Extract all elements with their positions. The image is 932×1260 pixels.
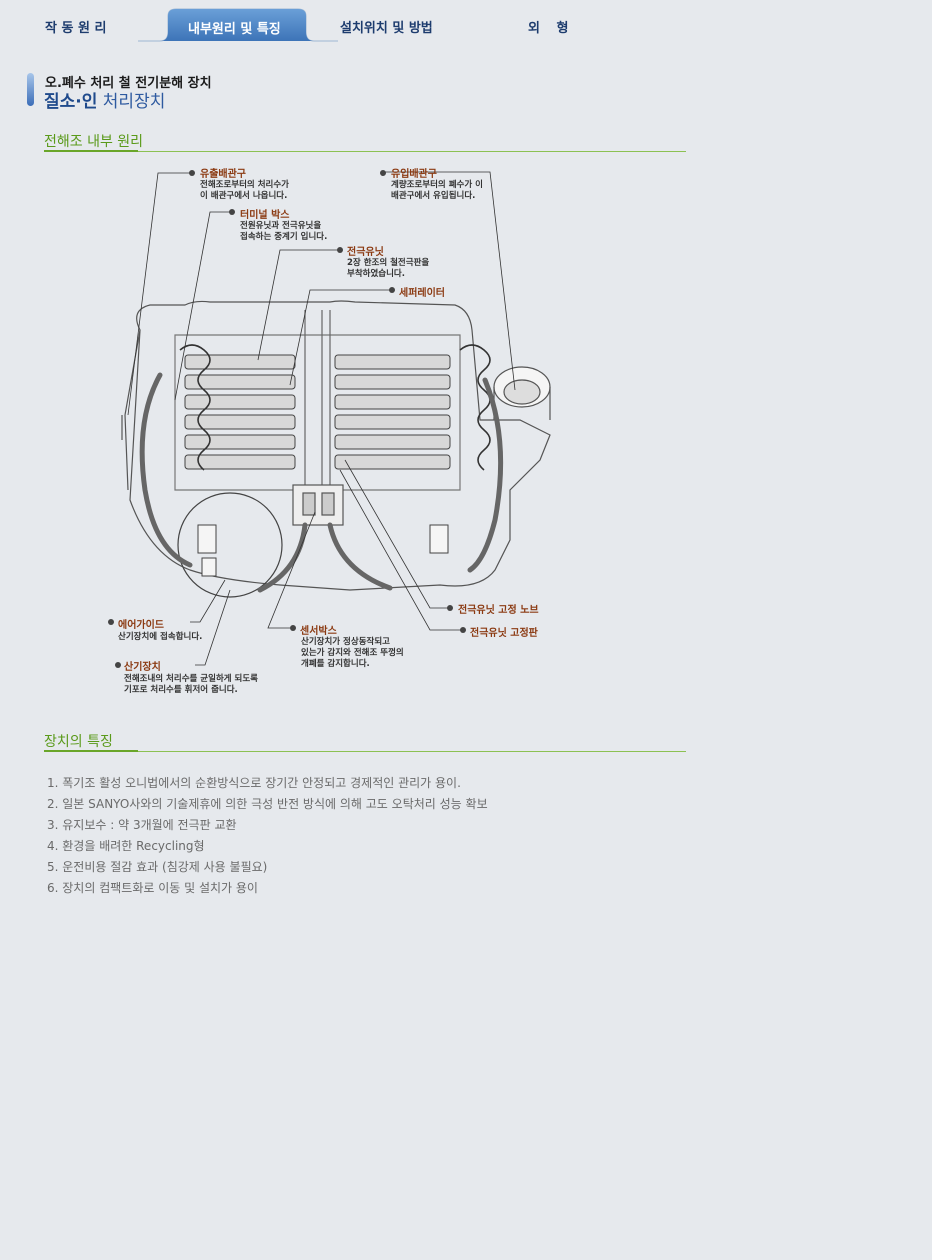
- top-tab-bar: 작 동 원 리 내부원리 및 특징 설치위치 및 방법 외 형: [0, 0, 932, 44]
- label-electrode-plate: 전극유닛 고정판: [470, 628, 538, 639]
- desc-sensor-box-3: 개폐를 감지합니다.: [301, 659, 370, 669]
- desc-outlet-pipe-1: 전해조로부터의 처리수가: [200, 180, 289, 190]
- desc-terminal-box-1: 전원유닛과 전극유닛을: [240, 221, 322, 231]
- feature-item: 5. 운전비용 절감 효과 (침강제 사용 불필요): [47, 860, 268, 874]
- desc-air-guide-1: 산기장치에 접속합니다.: [118, 632, 203, 642]
- tab-installation[interactable]: 설치위치 및 방법: [340, 21, 433, 36]
- label-outlet-pipe: 유출배관구: [200, 169, 246, 180]
- page-title: 질소·인 처리장치: [44, 87, 165, 112]
- label-electrode-knob: 전극유닛 고정 노브: [458, 605, 539, 616]
- tab-internal-principle[interactable]: 내부원리 및 특징: [188, 22, 281, 37]
- desc-aeration-device-1: 전해조내의 처리수를 균일하게 되도록: [124, 674, 258, 684]
- desc-electrode-unit-2: 부착하였습니다.: [347, 269, 405, 279]
- feature-item: 1. 폭기조 활성 오니법에서의 순환방식으로 장기간 안정되고 경제적인 관리…: [47, 776, 461, 790]
- label-separator: 세퍼레이터: [399, 288, 445, 299]
- active-tab-shape: [138, 8, 338, 42]
- section-heading-principle: 전해조 내부 원리: [44, 134, 144, 150]
- label-air-guide: 에어가이드: [118, 620, 164, 631]
- section-heading-features: 장치의 특징: [44, 734, 113, 750]
- desc-inlet-pipe-1: 계량조로부터의 폐수가 이: [391, 180, 483, 190]
- feature-item: 3. 유지보수 : 약 3개월에 전극판 교환: [47, 818, 237, 832]
- label-electrode-unit: 전극유닛: [347, 247, 384, 258]
- electrolysis-tank-diagram: 유출배관구 전해조로부터의 처리수가 이 배관구에서 나옵니다. 유입배관구 계…: [100, 160, 570, 705]
- feature-item: 2. 일본 SANYO사와의 기술제휴에 의한 극성 반전 방식에 의해 고도 …: [47, 797, 488, 811]
- page-title-rest: 처리장치: [97, 92, 166, 112]
- section-divider: [44, 751, 686, 752]
- page-title-bold: 질소·인: [44, 92, 98, 112]
- desc-electrode-unit-1: 2장 한조의 철전극판을: [347, 258, 430, 268]
- feature-item: 6. 장치의 컴팩트화로 이동 및 설치가 용이: [47, 881, 258, 895]
- label-inlet-pipe: 유입배관구: [391, 169, 437, 180]
- desc-sensor-box-2: 있는가 감지와 전해조 뚜껑의: [301, 648, 404, 658]
- desc-sensor-box-1: 산기장치가 정상동작되고: [301, 637, 390, 647]
- tab-operation-principle[interactable]: 작 동 원 리: [45, 21, 107, 36]
- title-accent-bar: [27, 73, 34, 106]
- desc-terminal-box-2: 접속하는 중계기 입니다.: [240, 232, 328, 242]
- features-list: 1. 폭기조 활성 오니법에서의 순환방식으로 장기간 안정되고 경제적인 관리…: [47, 774, 488, 900]
- page-subtitle: 오.폐수 처리 철 전기분해 장치: [45, 76, 212, 91]
- section-divider-accent: [44, 750, 138, 752]
- feature-item: 4. 환경을 배려한 Recycling형: [47, 839, 205, 853]
- label-terminal-box: 터미널 박스: [240, 210, 290, 221]
- label-sensor-box: 센서박스: [300, 626, 337, 637]
- desc-aeration-device-2: 기포로 처리수를 휘저어 줍니다.: [124, 685, 238, 695]
- tank-illustration: [108, 170, 551, 668]
- tab-appearance[interactable]: 외 형: [528, 21, 569, 36]
- desc-inlet-pipe-2: 배관구에서 유입됩니다.: [391, 191, 476, 201]
- label-aeration-device: 산기장치: [124, 662, 161, 673]
- section-divider-accent: [44, 150, 138, 152]
- desc-outlet-pipe-2: 이 배관구에서 나옵니다.: [200, 191, 288, 201]
- section-divider: [44, 151, 686, 152]
